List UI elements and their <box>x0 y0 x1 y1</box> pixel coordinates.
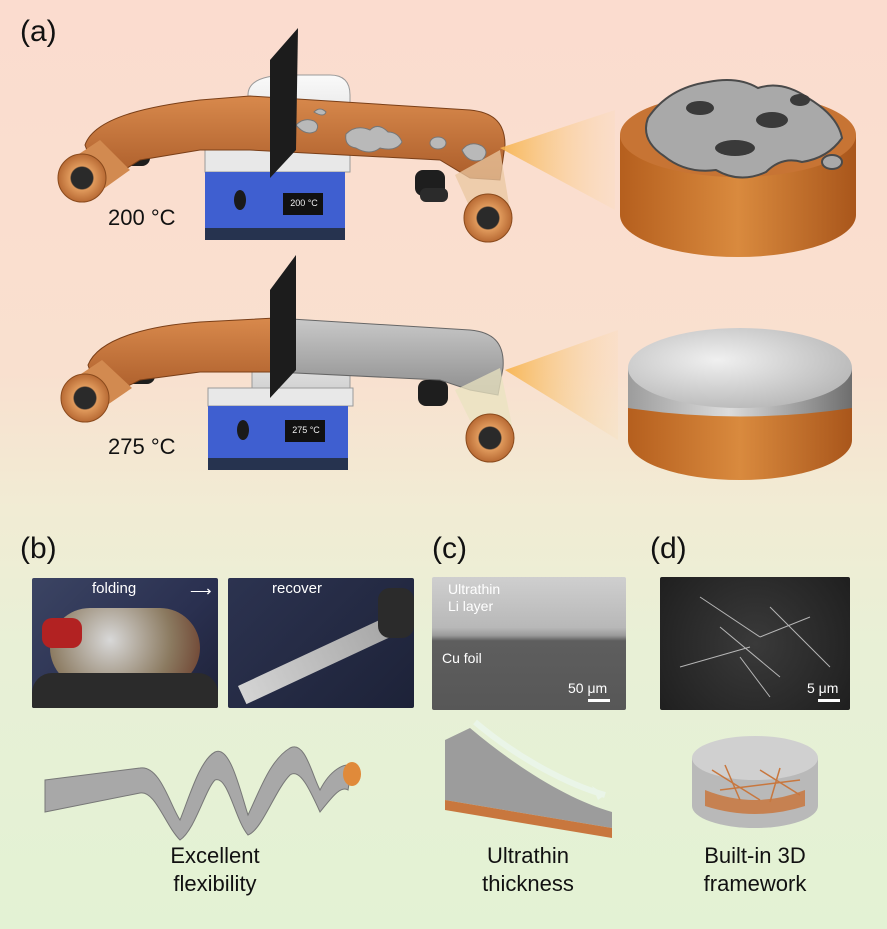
photo-folding <box>32 578 218 708</box>
zoom-beam <box>505 330 618 440</box>
display-reading: 200 °C <box>290 198 318 208</box>
photo-recover <box>228 578 414 708</box>
panel-label-d: (d) <box>650 532 687 565</box>
scale-bar-label: 5 μm <box>807 680 839 696</box>
caption-line: flexibility <box>173 871 257 896</box>
wedge <box>445 728 612 828</box>
left-roll <box>60 360 132 423</box>
temperature-label: 275 °C <box>108 434 176 459</box>
disc-275 <box>628 328 852 480</box>
panel-b-artwork <box>44 746 361 841</box>
ribbon-end <box>343 762 361 786</box>
panel-label-a: (a) <box>20 15 57 48</box>
temperature-label: 200 °C <box>108 205 176 230</box>
caption-line: Excellent <box>170 843 260 868</box>
sem-top-view <box>660 577 850 710</box>
cu-framework <box>705 790 805 814</box>
recover-label: recover <box>272 580 323 597</box>
panel-label-b: (b) <box>20 532 57 565</box>
flexible-ribbon <box>44 746 353 841</box>
scale-bar <box>588 699 610 702</box>
panel-label-c: (c) <box>432 532 467 565</box>
wedge-cu-base <box>445 800 612 838</box>
temp-display <box>283 193 323 215</box>
thickness-arrow <box>473 719 606 798</box>
panel-c-artwork <box>445 719 612 838</box>
dendrite-network <box>679 596 831 698</box>
left-roll <box>57 140 130 203</box>
sem-label-layer-2: Li layer <box>448 598 494 614</box>
scale-bar <box>818 699 840 702</box>
zoom-beam <box>500 110 615 210</box>
folding-label: folding <box>92 580 137 597</box>
caption-b: Excellent flexibility <box>140 842 290 898</box>
caption-line: thickness <box>482 871 574 896</box>
li-droplets <box>295 108 487 162</box>
sem-label-foil: Cu foil <box>442 650 482 666</box>
temp-display <box>285 420 325 442</box>
blade <box>270 28 298 178</box>
process-row-200 <box>57 28 856 257</box>
blade <box>270 255 296 398</box>
framework-fibers <box>711 764 801 803</box>
sem-label-layer-1: Ultrathin <box>448 581 501 597</box>
caption-d: Built-in 3D framework <box>680 842 830 898</box>
right-roll <box>455 150 513 243</box>
display-reading: 275 °C <box>292 425 320 435</box>
sem-cross-section <box>432 577 626 710</box>
caption-line: Ultrathin <box>487 843 569 868</box>
caption-line: Built-in 3D <box>704 843 806 868</box>
disc-200 <box>620 79 856 257</box>
copper-foil-band <box>87 317 276 401</box>
panel-d-artwork <box>692 736 818 828</box>
scale-bar-label: 50 μm <box>568 680 608 696</box>
right-roll <box>455 368 515 463</box>
process-row-275 <box>60 255 852 480</box>
arrow-icon: ⟶ <box>190 583 212 600</box>
caption-c: Ultrathin thickness <box>458 842 598 898</box>
caption-line: framework <box>703 871 807 896</box>
